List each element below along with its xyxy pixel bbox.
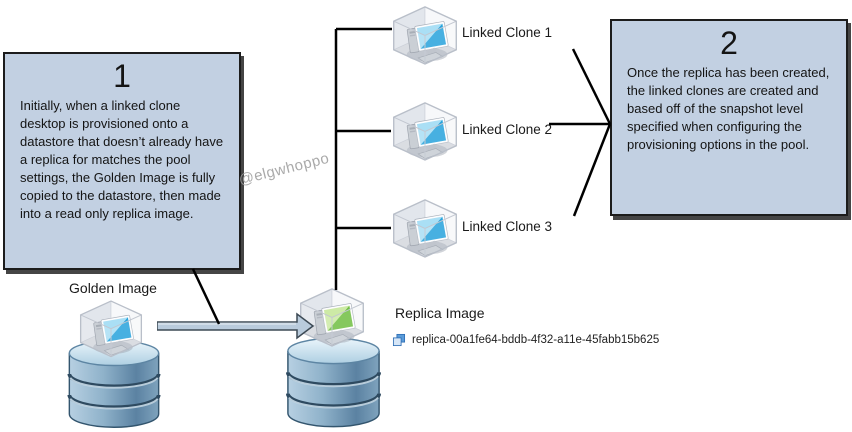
golden-image-vm-icon [78, 298, 144, 378]
linked-clone-1-vm-icon [391, 4, 459, 86]
linked-clone-2-label: Linked Clone 2 [462, 122, 553, 137]
golden-image-label: Golden Image [69, 280, 157, 296]
linked-clone-1-label: Linked Clone 1 [462, 25, 553, 40]
callout-step-1: 1 Initially, when a linked clone desktop… [3, 52, 241, 270]
step-1-text: Initially, when a linked clone desktop i… [20, 98, 224, 221]
linked-clone-2-vm-icon [391, 100, 459, 182]
replica-id-row: replica-00a1fe64-bddb-4f32-a11e-45fabb15… [392, 333, 659, 347]
watermark-text: @elgwhoppo [236, 149, 332, 189]
step-2-text: Once the replica has been created, the l… [627, 65, 830, 152]
replica-id-text: replica-00a1fe64-bddb-4f32-a11e-45fabb15… [412, 334, 660, 346]
replica-clone-badge-icon [392, 333, 406, 347]
linked-clone-3-label: Linked Clone 3 [462, 219, 553, 234]
step-1-number: 1 [113, 58, 131, 94]
step-2-number: 2 [720, 25, 738, 61]
callout-step-2: 2 Once the replica has been created, the… [610, 19, 848, 216]
linked-clone-3-vm-icon [391, 197, 459, 279]
clone-1-to-step-2-line [571, 48, 612, 125]
clone-3-to-step-2-line [572, 123, 612, 217]
replica-image-label: Replica Image [395, 305, 485, 321]
copy-arrow-icon [157, 312, 315, 340]
